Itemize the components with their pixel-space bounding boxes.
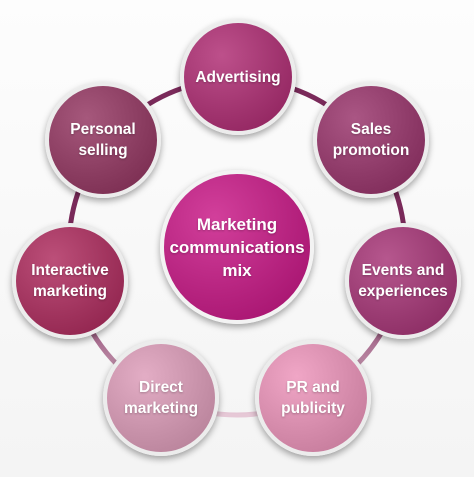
node-label-advertising: Advertising — [195, 68, 281, 86]
node-label-sales-promotion: Sales promotion — [332, 121, 410, 159]
center-node-label: Marketing communications mix — [169, 214, 305, 280]
node-pr-and-publicity: PR and publicity — [255, 340, 371, 456]
node-interactive-marketing: Interactive marketing — [12, 223, 128, 339]
node-events-and-experiences: Events and experiences — [345, 223, 461, 339]
node-sales-promotion: Sales promotion — [313, 82, 429, 198]
node-advertising: Advertising — [180, 19, 296, 135]
node-label-interactive-marketing: Interactive marketing — [31, 262, 109, 300]
node-personal-selling: Personal selling — [45, 82, 161, 198]
node-label-personal-selling: Personal selling — [70, 121, 136, 159]
center-node-marketing-communications-mix: Marketing communications mix — [160, 170, 314, 324]
node-label-pr-and-publicity: PR and publicity — [281, 379, 345, 417]
node-label-direct-marketing: Direct marketing — [123, 379, 199, 417]
node-label-events-and-experiences: Events and experiences — [358, 262, 448, 300]
node-direct-marketing: Direct marketing — [103, 340, 219, 456]
